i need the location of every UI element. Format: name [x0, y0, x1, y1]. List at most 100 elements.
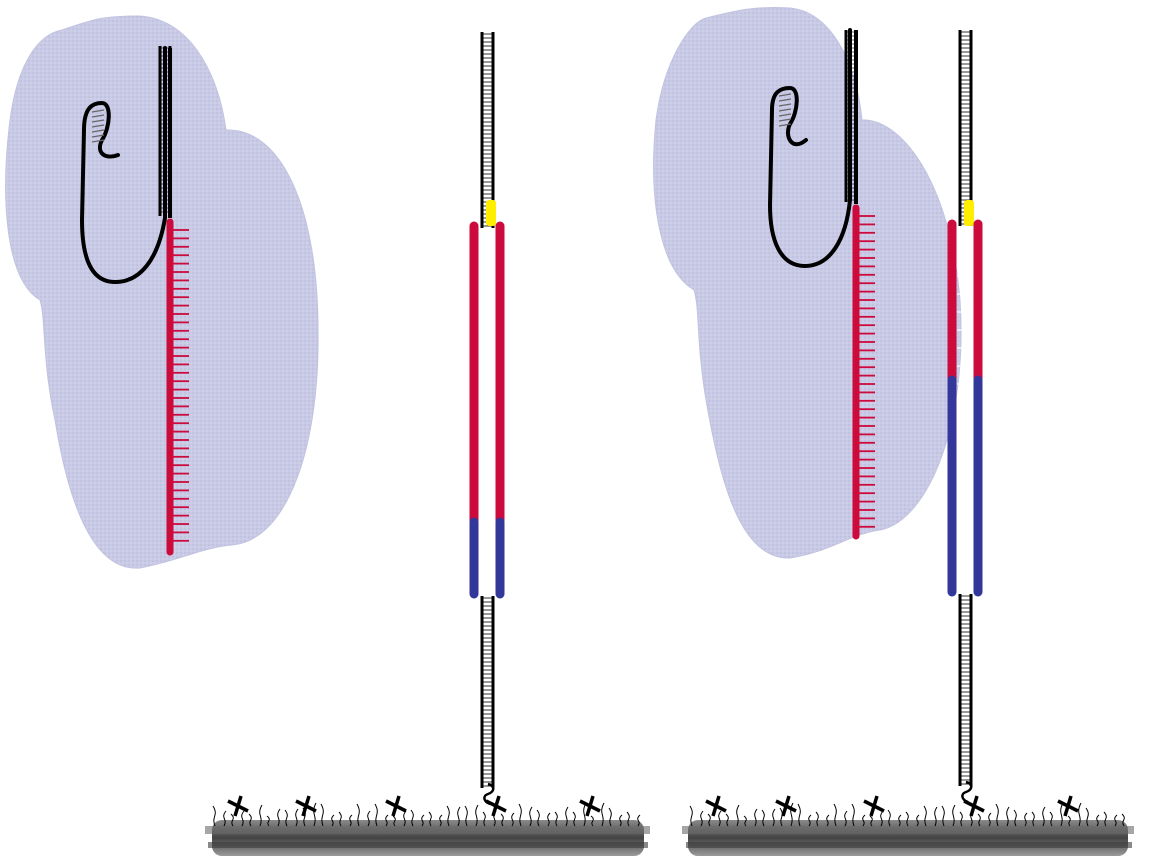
surface-hair: [241, 810, 245, 827]
duplex-rungs: [479, 239, 495, 583]
surface-hair: [826, 814, 830, 827]
surface-hair: [1067, 815, 1071, 827]
lower-duplex: [480, 596, 495, 788]
surface-hair: [844, 810, 848, 827]
x-mark-icon: [869, 795, 879, 817]
loop-stripe: [91, 114, 105, 118]
surface-hair: [1031, 811, 1035, 827]
surface-hair: [743, 815, 747, 827]
yellow-tip: [964, 200, 974, 226]
hairpin-stem-ticks: [844, 30, 858, 202]
tether-linker: [961, 780, 973, 804]
surface-hair: [808, 814, 812, 827]
surface-hair: [385, 814, 389, 827]
x-mark-icon: [969, 795, 979, 817]
protein-blob: [653, 7, 962, 559]
tether-linker: [483, 782, 495, 806]
surface-hair: [988, 812, 992, 827]
blue-segment: [947, 375, 983, 597]
surface-hair: [1060, 802, 1064, 827]
blue-segment: [469, 517, 505, 599]
surface-hair: [212, 805, 216, 827]
surface-hair: [248, 813, 252, 827]
hairpin-rna: [79, 46, 172, 285]
hairpin-rna: [767, 28, 858, 269]
red-strand-bases: [859, 215, 875, 528]
hairpin-stem-ticks: [158, 46, 172, 216]
x-mark-icon: [585, 795, 595, 817]
x-mark-icon: [391, 795, 401, 817]
loop-stripe: [91, 124, 105, 128]
surface-hair: [367, 810, 371, 827]
surface-hair: [941, 805, 945, 827]
surface-hair: [977, 813, 981, 827]
duplex-rungs: [957, 239, 973, 583]
loop-stripe: [91, 119, 105, 123]
surface-hair: [833, 803, 837, 827]
loop-stripe: [778, 108, 792, 112]
surface-hair: [230, 813, 234, 827]
surface-hair: [887, 809, 891, 827]
surface-hair: [464, 805, 468, 827]
surface-hair: [223, 810, 227, 827]
loop-stripe: [91, 134, 105, 138]
surface-hair: [797, 803, 801, 827]
middle-panel: [205, 32, 650, 856]
surface-hair: [457, 806, 461, 827]
surface-hair: [880, 810, 884, 827]
surface-hair: [428, 811, 432, 827]
surface-hair: [1085, 807, 1089, 827]
red-segment: [469, 221, 505, 525]
x-mark-icon: [1063, 795, 1073, 817]
surface-hair: [572, 811, 576, 827]
surface-hair: [916, 814, 920, 827]
surface-hair: [736, 804, 740, 827]
surface-hair: [700, 810, 704, 827]
tethered-duplex: [958, 30, 973, 804]
surface-hair: [439, 814, 443, 827]
surface-hair: [761, 809, 765, 827]
surface-hair: [356, 803, 360, 827]
surface-hair: [565, 806, 569, 827]
loop-stripe: [91, 109, 105, 113]
surface-hair: [331, 814, 335, 827]
surface: [205, 795, 650, 856]
surface-hair: [898, 814, 902, 827]
surface-hair: [536, 809, 540, 827]
surface-hair: [1078, 802, 1082, 827]
surface-hair: [790, 802, 794, 827]
tethered-duplex: [480, 32, 495, 806]
upper-duplex: [958, 30, 973, 226]
hairpin-loop-hatch: [91, 109, 105, 143]
surface-hair: [995, 803, 999, 827]
surface-hair: [1024, 812, 1028, 827]
surface-hair: [1013, 809, 1017, 827]
loop-stripe: [778, 103, 792, 107]
surface-hair: [923, 805, 927, 827]
surface-hair: [259, 804, 263, 827]
protein-blob: [5, 15, 319, 569]
surface-hair: [349, 814, 353, 827]
surface-hair: [905, 811, 909, 827]
loop-stripe: [91, 139, 105, 143]
surface-hair: [1042, 806, 1046, 827]
surface-hair: [313, 802, 317, 827]
loop-stripe: [778, 113, 792, 117]
surface-hair: [1103, 811, 1107, 827]
x-mark-icon: [301, 795, 311, 817]
surface-hair: [689, 805, 693, 827]
surface-hair: [583, 802, 587, 827]
surface-hair: [626, 811, 630, 827]
surface-hair: [482, 811, 486, 827]
surface-hair: [608, 807, 612, 827]
surface-hair: [754, 808, 758, 827]
x-mark-icon: [233, 795, 243, 817]
surface-hair: [637, 814, 641, 827]
surface: [682, 795, 1134, 856]
yellow-tip: [486, 200, 496, 226]
surface-hair: [403, 810, 407, 827]
surface-hair: [518, 803, 522, 827]
surface-hair: [475, 804, 479, 827]
surface-hair: [338, 811, 342, 827]
red-strand: [166, 218, 189, 556]
